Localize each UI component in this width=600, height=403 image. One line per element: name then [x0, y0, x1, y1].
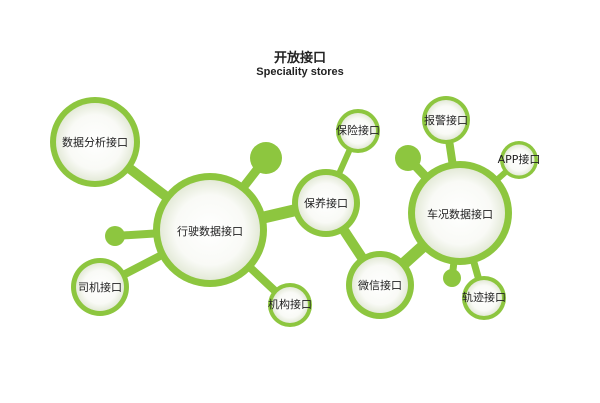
node-alarm: 报警接口 — [422, 96, 470, 144]
node-driver: 司机接口 — [71, 258, 129, 316]
node-institution: 机构接口 — [268, 283, 312, 327]
node-track: 轨迹接口 — [462, 276, 506, 320]
node-label-vehicle-status: 车况数据接口 — [427, 207, 493, 221]
diagram-subtitle: Speciality stores — [256, 66, 344, 78]
node-label-app: APP接口 — [498, 153, 541, 166]
node-label-insurance: 保养接口 — [304, 196, 348, 210]
decorative-dots — [105, 142, 461, 287]
node-app: APP接口 — [498, 141, 541, 179]
diagram-title: 开放接口 — [273, 51, 326, 66]
node-label-driver: 司机接口 — [78, 280, 122, 294]
node-label-institution: 机构接口 — [268, 297, 312, 311]
node-label-data-analysis: 数据分析接口 — [62, 135, 128, 149]
node-label-track: 轨迹接口 — [462, 290, 506, 304]
dot-top-center — [250, 142, 282, 174]
dot-left — [105, 226, 125, 246]
node-vehicle-status: 车况数据接口 — [408, 161, 512, 265]
node-label-wechat: 微信接口 — [358, 278, 402, 292]
node-wechat: 微信接口 — [346, 251, 414, 319]
node-label-insurance-security: 保险接口 — [336, 123, 380, 137]
node-insurance: 保养接口 — [292, 169, 360, 237]
node-insurance-security: 保险接口 — [336, 109, 380, 153]
dot-right — [395, 145, 421, 171]
node-driving-data: 行驶数据接口 — [153, 173, 267, 287]
dot-bottom-right — [443, 269, 461, 287]
node-data-analysis: 数据分析接口 — [50, 97, 140, 187]
node-label-alarm: 报警接口 — [424, 113, 468, 127]
node-label-driving-data: 行驶数据接口 — [177, 224, 243, 238]
